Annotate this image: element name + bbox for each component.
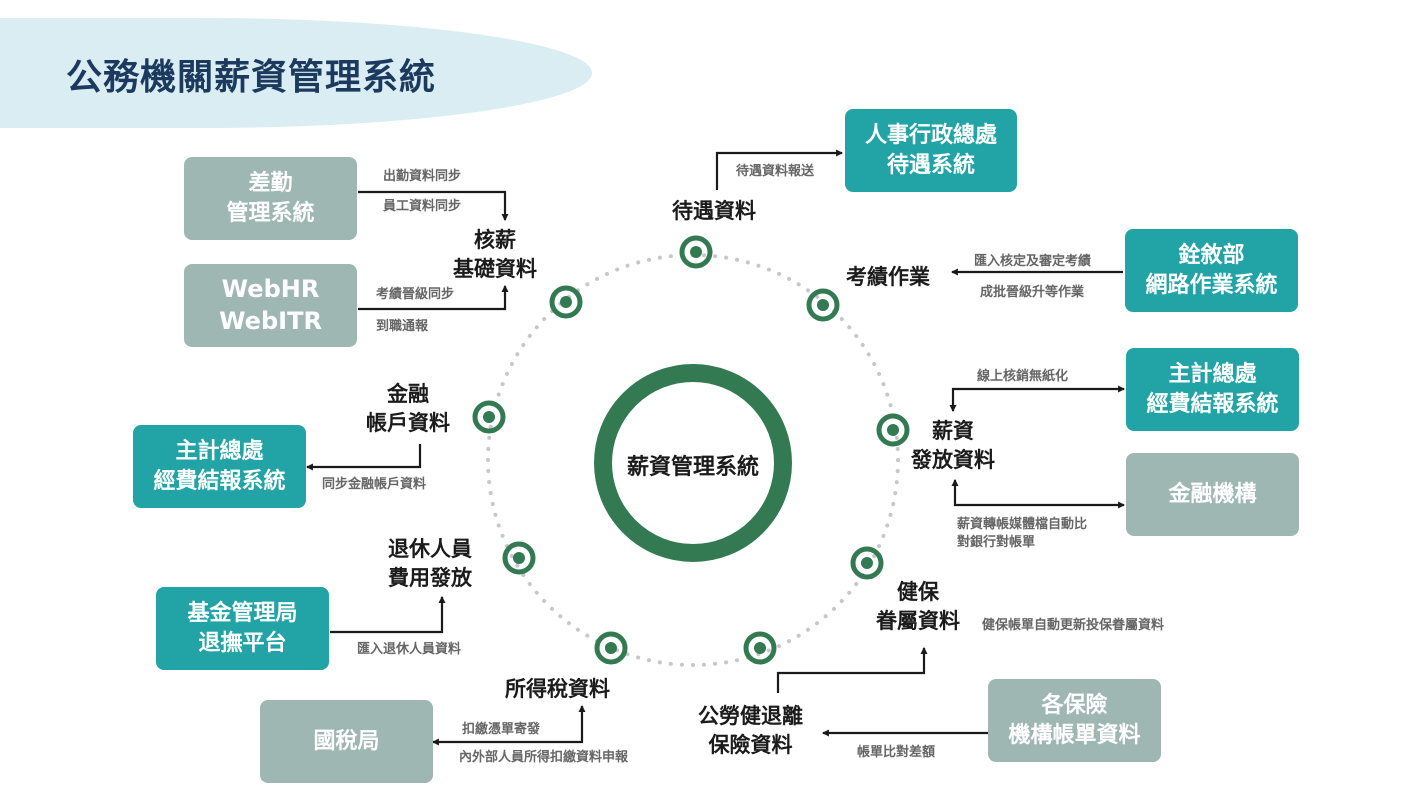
ann-xianshang: 線上核銷無紙化 [977, 369, 1069, 384]
connector-gonglao-jianbao [776, 646, 928, 693]
box-guoshui: 國稅局 [260, 700, 433, 783]
node-label-xinzi: 薪資 發放資料 [911, 419, 995, 472]
node-marker-suodeshui [594, 631, 628, 665]
node-label-jianbao: 健保 眷屬資料 [876, 580, 960, 633]
node-marker-tuixiu [502, 541, 536, 575]
box-quanxu-system: 銓敘部 網路作業系統 [1125, 229, 1298, 312]
ann-kaoji-sync: 考績晉級同步 [376, 287, 455, 302]
node-marker-jinrong [472, 400, 506, 434]
box-jinrong-jigou: 金融機構 [1126, 453, 1299, 536]
box-jijin-system: 基金管理局 退撫平台 [156, 587, 329, 670]
center-ring [594, 364, 792, 562]
ann-zhuanzhang: 薪資轉帳媒體檔自動比 對銀行對帳單 [957, 517, 1088, 550]
ann-suode-report: 內外部人員所得扣繳資料申報 [459, 750, 629, 765]
node-marker-xinzi [876, 413, 910, 447]
node-label-hexin: 核薪 基礎資料 [453, 228, 537, 281]
ann-chuqin-sync: 出勤資料同步 [383, 169, 462, 184]
connector-daiyu [715, 149, 844, 190]
ann-daiyu-report: 待遇資料報送 [736, 164, 815, 179]
node-marker-jianbao [850, 546, 884, 580]
node-marker-kaoji [806, 288, 840, 322]
node-label-kaoji: 考績作業 [846, 265, 930, 289]
connector-xianshang [949, 385, 1126, 413]
connector-webhr [358, 284, 509, 311]
box-chaqin-system: 差勤 管理系統 [184, 157, 357, 240]
connector-jinrong-jigou [951, 478, 1126, 509]
node-label-suodeshui: 所得稅資料 [505, 677, 610, 701]
node-marker-daiyu [679, 235, 713, 269]
connector-jijin [330, 595, 446, 634]
ann-zhangdan-compare: 帳單比對差額 [857, 745, 936, 760]
node-label-tuixiu: 退休人員 費用發放 [388, 537, 472, 590]
node-markers [472, 235, 910, 665]
ann-daozhi: 到職通報 [376, 319, 429, 334]
box-zhuji-right-system: 主計總處 經費結報系統 [1126, 348, 1299, 431]
connector-suodeshui [431, 704, 586, 746]
ann-koujiao-send: 扣繳憑單寄發 [462, 722, 541, 737]
ann-kaoji-import: 匯入核定及審定考績 [974, 254, 1092, 269]
box-baoxian-system: 各保險 機構帳單資料 [988, 679, 1161, 762]
ann-yuangong-sync: 員工資料同步 [383, 199, 462, 214]
node-marker-hexin [549, 285, 583, 319]
ann-jinrong-sync: 同步金融帳戶資料 [322, 477, 427, 492]
page-title: 公務機關薪資管理系統 [66, 57, 437, 98]
ann-tuixiu-import: 匯入退休人員資料 [357, 642, 462, 657]
connectors [305, 149, 1126, 746]
node-label-daiyu: 待遇資料 [672, 199, 756, 223]
connector-jinrong [305, 444, 422, 471]
ann-kaoji-batch: 成批晉級升等作業 [980, 285, 1085, 300]
node-marker-gonglao [743, 631, 777, 665]
center-label: 薪資管理系統 [626, 455, 759, 480]
box-renshi-system: 人事行政總處 待遇系統 [845, 109, 1017, 192]
node-label-gonglao: 公勞健退離 保險資料 [698, 704, 803, 757]
node-label-jinrong: 金融 帳戶資料 [366, 382, 450, 435]
ann-jianbao-update: 健保帳單自動更新投保眷屬資料 [982, 618, 1165, 633]
box-webhr-system: WebHR WebITR [184, 264, 357, 347]
box-zhuji-left-system: 主計總處 經費結報系統 [133, 425, 306, 508]
connector-chaqin [358, 190, 509, 222]
